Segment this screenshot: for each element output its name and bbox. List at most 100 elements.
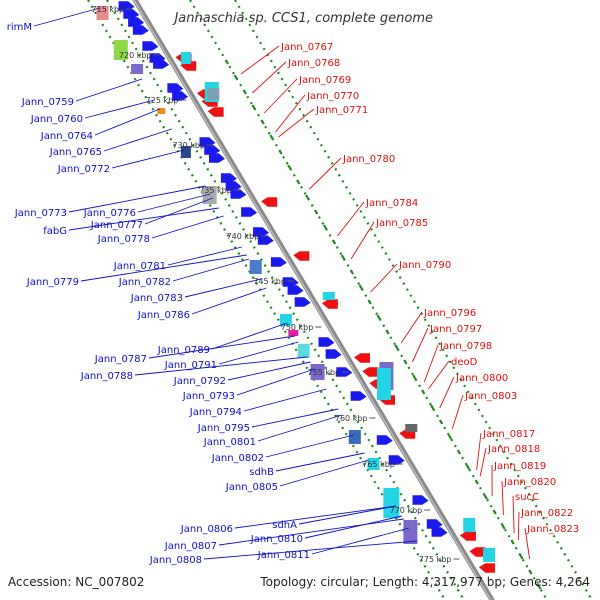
- forward-gene-arrow: [153, 59, 170, 69]
- leader-reverse: [278, 108, 315, 138]
- leader-forward: [304, 515, 403, 539]
- forward-feature-block: [348, 430, 361, 444]
- leader-forward: [68, 185, 206, 213]
- gene-label-forward: Jann_0782: [118, 277, 171, 288]
- forward-feature-block: [180, 146, 191, 158]
- leader-reverse: [501, 480, 504, 516]
- reverse-gene-arrow: [321, 299, 338, 309]
- leader-reverse: [451, 394, 464, 430]
- forward-gene-arrow: [220, 173, 237, 183]
- kbp-label: 750 kbp: [281, 323, 314, 332]
- backbone-highlight: [133, 0, 492, 600]
- gene-label-reverse: Jann_0818: [487, 444, 540, 455]
- forward-feature-block: [383, 488, 400, 518]
- forward-feature-block: [279, 314, 292, 326]
- track-mark: [358, 284, 363, 290]
- leader-reverse: [517, 511, 520, 541]
- gene-label-forward: Jann_0805: [225, 482, 278, 493]
- gene-label-forward: Jann_0781: [113, 261, 166, 272]
- forward-gene-arrow: [294, 297, 311, 307]
- reverse-feature-block: [463, 518, 476, 532]
- forward-feature-block: [202, 186, 217, 204]
- leader-reverse: [337, 201, 365, 237]
- gene-label-reverse: Jann_0790: [398, 260, 451, 271]
- gene-label-forward: fabG: [43, 226, 67, 237]
- genome-stats-text: Topology: circular; Length: 4,317,977 bp…: [259, 575, 590, 589]
- leader-reverse: [476, 432, 482, 471]
- kbp-label: 765 kbp: [362, 460, 395, 469]
- leader-forward: [279, 459, 369, 487]
- leader-forward: [265, 434, 354, 458]
- leader-reverse: [524, 527, 531, 560]
- forward-gene-arrow: [225, 181, 242, 191]
- forward-gene-arrow: [204, 145, 221, 155]
- leader-forward: [148, 335, 295, 359]
- gene-label-reverse: Jann_0823: [526, 524, 579, 535]
- kbp-label: 715 kbp: [92, 5, 125, 14]
- leader-reverse: [252, 61, 287, 94]
- forward-gene-arrow: [123, 9, 140, 19]
- reverse-gene-arrow: [469, 547, 486, 557]
- gene-label-reverse: Jann_0819: [493, 461, 546, 472]
- leader-forward: [203, 540, 417, 560]
- leader-reverse: [439, 376, 455, 409]
- leader-forward: [211, 322, 288, 350]
- forward-feature-block: [310, 364, 325, 380]
- track-mark: [296, 179, 301, 185]
- gene-label-forward: rimM: [7, 22, 32, 33]
- forward-gene-arrow: [287, 285, 304, 295]
- leader-forward: [227, 361, 311, 381]
- gene-label-forward: Jann_0789: [157, 345, 210, 356]
- forward-gene-arrow: [282, 277, 299, 287]
- reverse-feature-block: [180, 52, 191, 64]
- gene-label-forward: Jann_0779: [26, 277, 79, 288]
- track-mark: [251, 104, 256, 110]
- gene-label-reverse: Jann_0768: [287, 58, 340, 69]
- forward-gene-arrow: [241, 207, 258, 217]
- track-mark: [474, 479, 479, 485]
- forward-feature-block: [367, 458, 380, 470]
- track-mark: [385, 329, 390, 335]
- leader-forward: [103, 128, 172, 152]
- kbp-label: 725 kbp: [146, 96, 179, 105]
- leader-forward: [218, 518, 404, 546]
- accession-text: Accession: NC_007802: [8, 575, 144, 589]
- forward-gene-arrow: [199, 137, 216, 147]
- backbone-line: [132, 0, 495, 600]
- track-mark: [528, 569, 533, 575]
- track-mark: [278, 149, 283, 155]
- kbp-label: 745 kbp: [253, 277, 286, 286]
- gene-label-forward: Jann_0811: [257, 550, 310, 561]
- kbp-label: 720 kbp: [119, 51, 152, 60]
- leader-forward: [68, 207, 219, 231]
- track-mark: [340, 254, 346, 260]
- gene-label-forward: Jann_0776: [83, 208, 136, 219]
- reverse-feature-block: [376, 368, 391, 400]
- leader-reverse: [512, 495, 515, 534]
- forward-gene-arrow: [325, 349, 342, 359]
- leader-forward: [33, 7, 100, 27]
- forward-gene-arrow: [253, 227, 270, 237]
- leader-forward: [251, 408, 339, 428]
- gene-label-forward: sdhB: [249, 467, 274, 478]
- forward-gene-arrow: [128, 17, 145, 27]
- gene-label-reverse: Jann_0800: [455, 373, 508, 384]
- track-line-4: [234, 0, 593, 600]
- forward-feature-block: [297, 344, 310, 358]
- gene-label-reverse: Jann_0785: [375, 218, 428, 229]
- leader-reverse: [423, 344, 439, 383]
- track-mark: [483, 494, 488, 500]
- gene-label-reverse: Jann_0771: [315, 105, 368, 116]
- reverse-feature-block: [405, 424, 418, 432]
- gene-label-forward: Jann_0795: [197, 423, 250, 434]
- gene-label-forward: Jann_0764: [40, 131, 93, 142]
- gene-label-forward: Jann_0759: [21, 97, 74, 108]
- forward-feature-block: [157, 108, 166, 114]
- reverse-feature-block: [483, 548, 496, 562]
- leader-forward: [243, 388, 327, 412]
- reverse-feature-block: [322, 292, 335, 300]
- reverse-gene-arrow: [459, 531, 476, 541]
- gene-label-forward: Jann_0807: [164, 541, 217, 552]
- gene-label-forward: Jann_0772: [57, 164, 110, 175]
